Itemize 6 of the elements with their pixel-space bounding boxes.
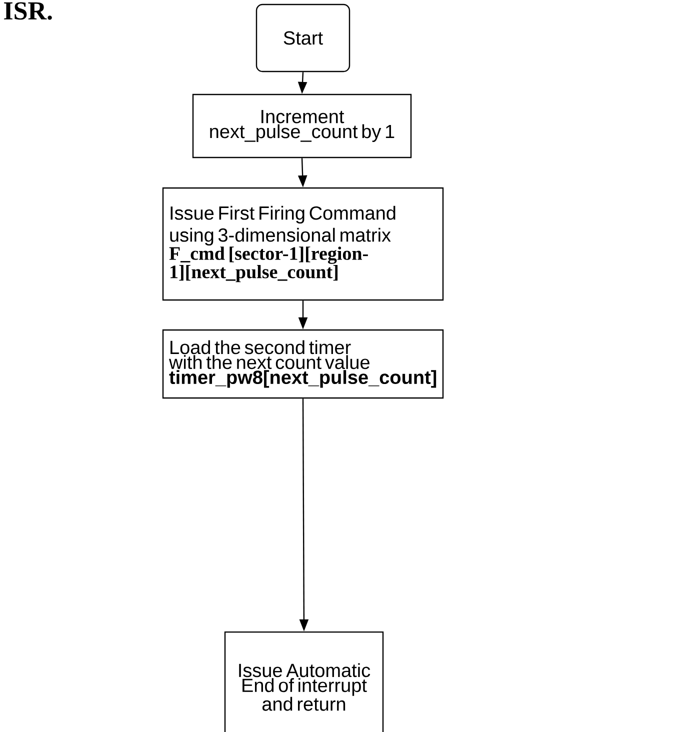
process-box: Load the second timer with the next count value timer_pw8[next_pulse_count] xyxy=(162,329,444,399)
start-box: Start xyxy=(256,4,350,72)
heading: ISR. xyxy=(4,2,52,20)
process-box: Issue First Firing Command using 3-dimensional matrix F_cmd [sector-1][region-1][next_pulse_count] xyxy=(162,187,444,301)
process-box: Increment next_pulse_count by 1 xyxy=(192,94,412,158)
process-box: Issue Automatic End of interrupt and return xyxy=(224,631,384,732)
